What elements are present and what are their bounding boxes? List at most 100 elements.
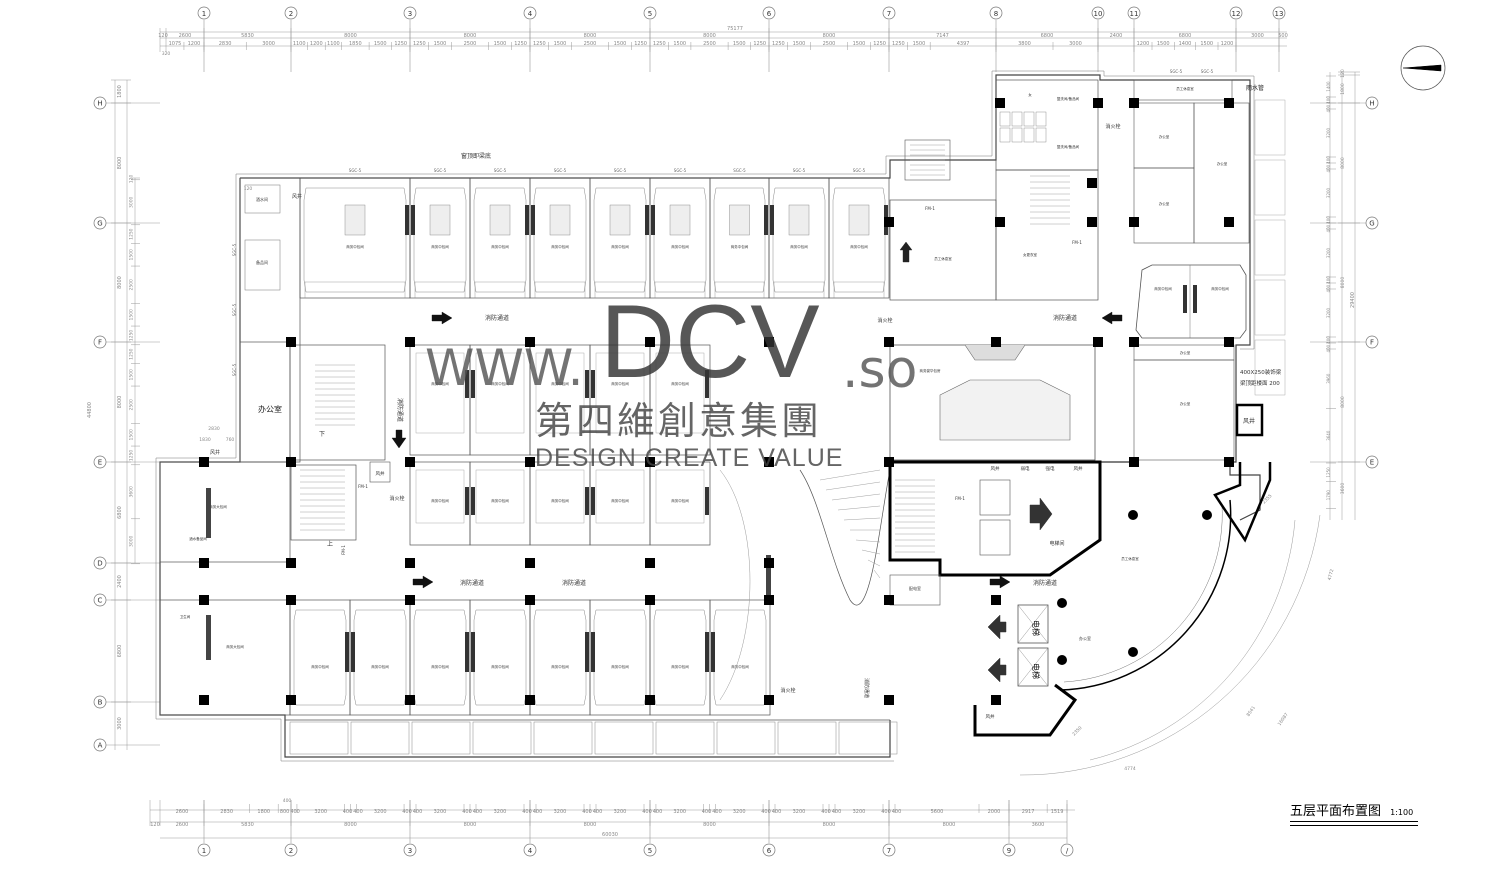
room-label-office: 办公室 — [1159, 201, 1170, 206]
dimension-text: 1250 — [413, 41, 426, 47]
dimension-text: 1500 — [129, 249, 135, 261]
wine-room — [244, 184, 281, 214]
stair-tread — [867, 559, 881, 567]
dimension-text: 400 — [1326, 284, 1331, 292]
shaft-label: 风井 — [991, 465, 1000, 472]
dimension-text: 1200 — [188, 41, 201, 47]
ktv-room — [469, 461, 531, 546]
ktv-room — [289, 599, 351, 716]
dimension-text: 400 — [353, 809, 363, 815]
screen-wall — [585, 370, 589, 398]
screen-wall — [525, 205, 529, 235]
ktv-room-inner — [533, 187, 587, 293]
room-label-power: 配电室 — [909, 585, 921, 591]
elevator-shaft — [979, 479, 1011, 516]
room-label-medium: 商务中包间 — [671, 381, 689, 386]
dimension-text: 400 — [1326, 276, 1331, 284]
screen-wall — [591, 632, 595, 672]
dimension-text: 1200 — [1221, 41, 1234, 47]
structural-column — [1093, 337, 1103, 347]
axis-bubble — [284, 843, 298, 857]
structural-column — [645, 558, 655, 568]
balcony-bay — [411, 721, 471, 755]
elevator-car — [1017, 647, 1049, 687]
stair-tread — [861, 549, 881, 555]
window-code-label: SGC-5 — [733, 168, 746, 173]
sofa-table — [429, 204, 451, 236]
axis-label-right: H — [1369, 100, 1374, 108]
fire-door-label: FM-1 — [1072, 240, 1082, 245]
dimension-text: 8541 — [1245, 705, 1257, 718]
axis-label-left: B — [98, 699, 103, 707]
core-walls — [888, 460, 1102, 577]
axis-bubble — [1365, 216, 1379, 230]
balcony-bay — [472, 721, 532, 755]
room-label-medium: 商务中包间 — [371, 664, 389, 669]
structural-column — [645, 337, 655, 347]
stair-tread — [843, 517, 881, 521]
screen-wall — [651, 205, 655, 235]
axis-bubble — [523, 843, 537, 857]
ktv-room — [299, 177, 411, 299]
room — [889, 199, 997, 301]
dimension-text: 3200 — [673, 809, 686, 815]
round-column — [1057, 598, 1067, 608]
fire-corridor-label: 消防通道 — [1053, 314, 1077, 322]
window-code-label: SGC-5 — [554, 168, 567, 173]
stair-hall-2 — [290, 464, 357, 541]
fire-door-label: FM-1 — [955, 496, 965, 501]
dimension-text: 400 — [772, 809, 782, 815]
dimension-text: 3200 — [1326, 187, 1331, 198]
dimension-text: 320 — [162, 51, 171, 57]
ktv-room-inner — [832, 187, 886, 293]
room-label-office: 办公室 — [1217, 161, 1228, 166]
dimension-text: 1250 — [129, 348, 135, 360]
dimension-text: 1500 — [793, 41, 806, 47]
ktv-room — [589, 344, 651, 456]
room-label-medium: 商务中包间 — [1154, 286, 1172, 291]
ktv-room — [529, 461, 591, 546]
sofa-table — [788, 204, 810, 236]
room-label-medium: 商务中包间 — [431, 664, 449, 669]
ktv-room-inner — [595, 352, 645, 434]
ktv-washroom — [594, 281, 646, 299]
office-room — [1133, 359, 1235, 461]
axis-label-left: A — [98, 742, 103, 750]
dimension-text: 1200 — [310, 41, 323, 47]
axis-label-left: H — [97, 100, 102, 108]
stair-tread — [819, 469, 881, 481]
axis-bubble — [1002, 843, 1016, 857]
axis-bubble — [1272, 6, 1286, 20]
axis-bubble — [643, 6, 657, 20]
dimension-text: 2500 — [584, 41, 597, 47]
dimension-text: 1250 — [129, 228, 135, 240]
toilet-stall — [1011, 111, 1023, 127]
dimension-text: 1250 — [394, 41, 407, 47]
structural-column — [1093, 98, 1103, 108]
axis-label-bottom: / — [1066, 847, 1069, 855]
dimension-text: 400 — [1326, 104, 1331, 112]
dimension-text: 1100 — [293, 41, 306, 47]
dimension-text: 400 — [712, 809, 722, 815]
north-arrow-icon — [1402, 64, 1442, 72]
dimension-text: 400 — [881, 809, 891, 815]
dimension-text: 400 — [832, 809, 842, 815]
dimension-text: 1500 — [434, 41, 447, 47]
axis-bubble — [93, 455, 107, 469]
dimension-text: 2830 — [220, 809, 233, 815]
window-bay — [1254, 219, 1286, 276]
dimension-text: 6800 — [117, 506, 123, 519]
structural-column — [764, 337, 774, 347]
beam-note-label: 梁顶距楼面 200 — [1240, 379, 1280, 387]
ktv-room-inner — [655, 469, 705, 524]
dimension-text: 2500 — [129, 399, 135, 411]
curve-dimension-arc — [1089, 519, 1296, 761]
dimension-text: 400 — [473, 809, 483, 815]
curve-dimension-arc — [1019, 514, 1321, 776]
structural-column — [199, 457, 209, 467]
axis-bubble — [1091, 6, 1105, 20]
dimension-text: 3200 — [614, 809, 627, 815]
room-label-medium: 商务中包间 — [551, 381, 569, 386]
office-room — [1193, 102, 1250, 244]
sofa-table — [489, 204, 511, 236]
